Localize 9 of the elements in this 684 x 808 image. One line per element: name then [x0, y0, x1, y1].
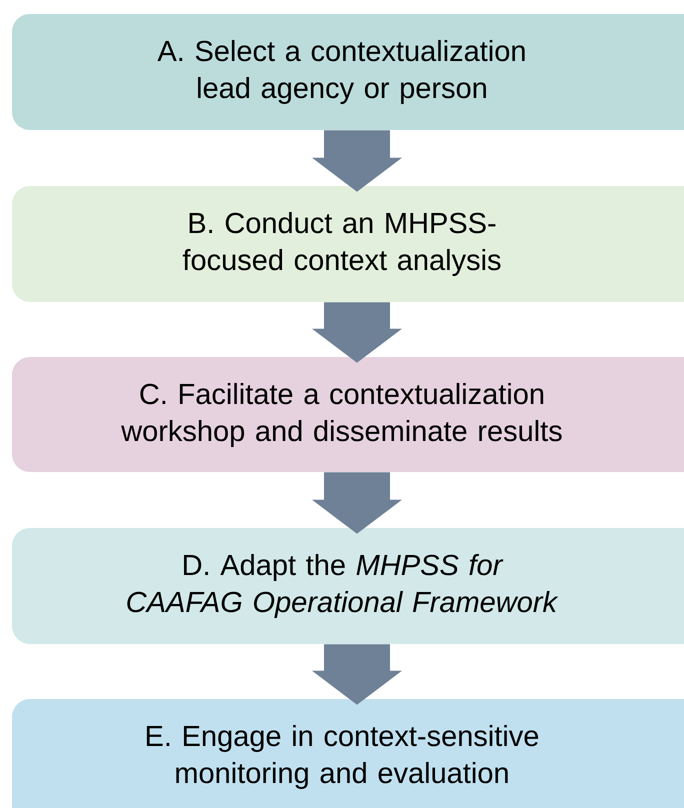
- arrow: [312, 644, 402, 705]
- step-box: A. Select a contextualization lead agency or person: [12, 14, 684, 130]
- step-box: C. Facilitate a contextualization workshop and disseminate results: [12, 357, 684, 472]
- arrow: [312, 130, 402, 192]
- step-box: E. Engage in context-sensitive monitoring and evaluation: [12, 699, 684, 808]
- arrow: [312, 472, 402, 534]
- arrow: [312, 302, 402, 363]
- step-box: D. Adapt the MHPSS for CAAFAG Operational Framework: [12, 528, 684, 644]
- step-box: B. Conduct an MHPSS-focused context analysis: [12, 186, 684, 302]
